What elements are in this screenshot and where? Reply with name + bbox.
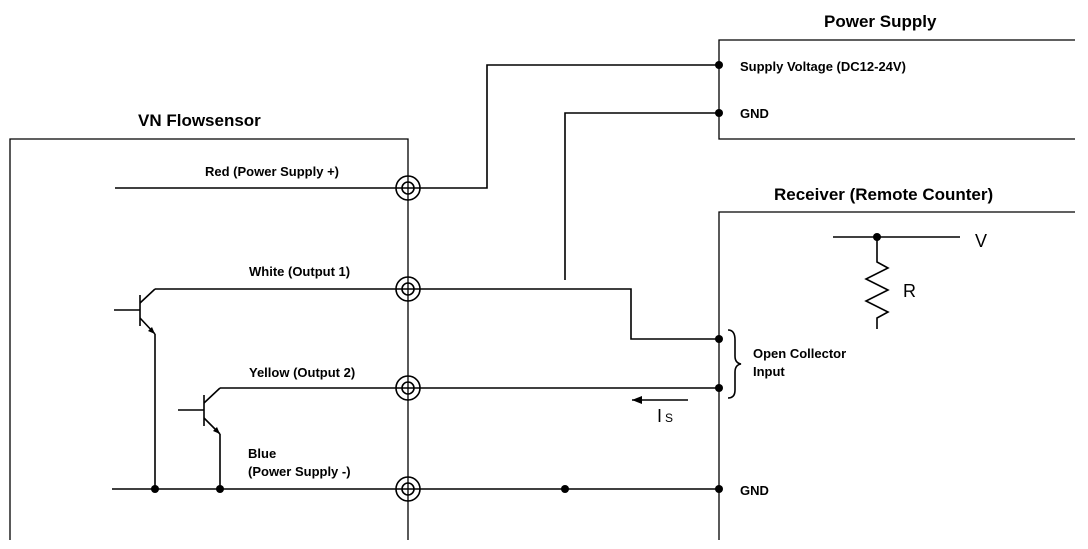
power-supply-box [718, 39, 1075, 140]
transistor-output1-icon [114, 288, 156, 489]
sensor-title: VN Flowsensor [138, 111, 261, 130]
resistor-icon [833, 236, 960, 329]
sensor-box [9, 138, 409, 540]
resistor-r-label: R [903, 281, 916, 301]
junction-dots [151, 61, 881, 493]
supply-voltage-label: Supply Voltage (DC12-24V) [740, 59, 906, 74]
open-collector-label-line2: Input [753, 364, 785, 379]
white-wire-label: White (Output 1) [249, 264, 350, 279]
voltage-v-label: V [975, 231, 987, 251]
terminal-yellow-icon [395, 375, 421, 401]
terminal-red-icon [395, 175, 421, 201]
current-arrow-icon [632, 396, 688, 404]
blue-wire-label-line2: (Power Supply -) [248, 464, 351, 479]
power-supply-title: Power Supply [824, 12, 937, 31]
blue-wire-label-line1: Blue [248, 446, 276, 461]
terminal-white-icon [395, 276, 421, 302]
terminal-blue-icon [395, 476, 421, 502]
receiver-title: Receiver (Remote Counter) [774, 185, 993, 204]
transistor-output2-icon [178, 387, 221, 489]
white-wire [155, 288, 719, 340]
supply-voltage-wire [408, 64, 719, 189]
receiver-box [718, 211, 1075, 540]
yellow-wire-label: Yellow (Output 2) [249, 365, 355, 380]
red-wire-label: Red (Power Supply +) [205, 164, 339, 179]
open-collector-label-line1: Open Collector [753, 346, 846, 361]
supply-gnd-wire [564, 112, 719, 280]
input-brace-icon [727, 329, 742, 399]
power-gnd-label: GND [740, 106, 769, 121]
receiver-gnd-label: GND [740, 483, 769, 498]
